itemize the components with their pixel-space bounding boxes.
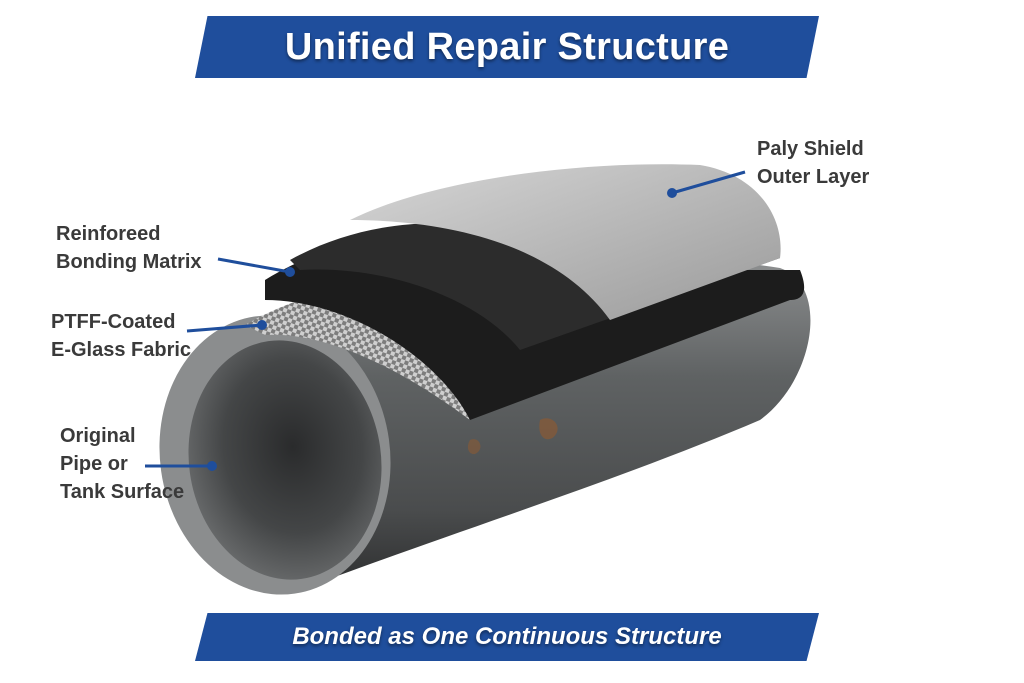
label-fabric-line1: PTFF-Coated — [51, 311, 176, 333]
label-matrix-line2: Bonding Matrix — [56, 251, 202, 273]
leader-line-matrix — [217, 257, 291, 274]
label-pipe-line2: Pipe or — [60, 453, 128, 475]
label-bonding-matrix: Reinforeed Bonding Matrix — [56, 220, 202, 276]
pipe-opening — [188, 340, 382, 580]
leader-dot-pipe — [207, 461, 217, 471]
label-pipe-line1: Original — [60, 425, 136, 447]
label-fabric-line2: E-Glass Fabric — [51, 339, 192, 361]
label-pipe-line3: Tank Surface — [60, 481, 185, 503]
subtitle-banner: Bonded as One Continuous Structure — [195, 613, 819, 661]
label-matrix-line1: Reinforeed — [56, 223, 161, 245]
rust-stain — [539, 418, 558, 440]
leader-dot-outer — [667, 188, 677, 198]
shield-layer — [350, 164, 781, 320]
label-outer-line2: Outer Layer — [757, 166, 870, 188]
title-banner: Unified Repair Structure — [195, 16, 819, 78]
label-outer-layer: Paly Shield Outer Layer — [757, 135, 869, 191]
leader-dot-matrix — [285, 267, 295, 277]
page-title: Unified Repair Structure — [284, 26, 730, 68]
leader-dot-fabric — [257, 320, 267, 330]
leader-line-outer — [671, 170, 746, 195]
rust-stain — [467, 439, 481, 455]
leader-line-fabric — [186, 323, 263, 333]
label-outer-line1: Paly Shield — [757, 138, 864, 160]
subtitle: Bonded as One Continuous Structure — [292, 623, 722, 650]
label-glass-fabric: PTFF-Coated E-Glass Fabric — [51, 308, 191, 364]
label-pipe-surface: Original Pipe or Tank Surface — [60, 422, 184, 506]
